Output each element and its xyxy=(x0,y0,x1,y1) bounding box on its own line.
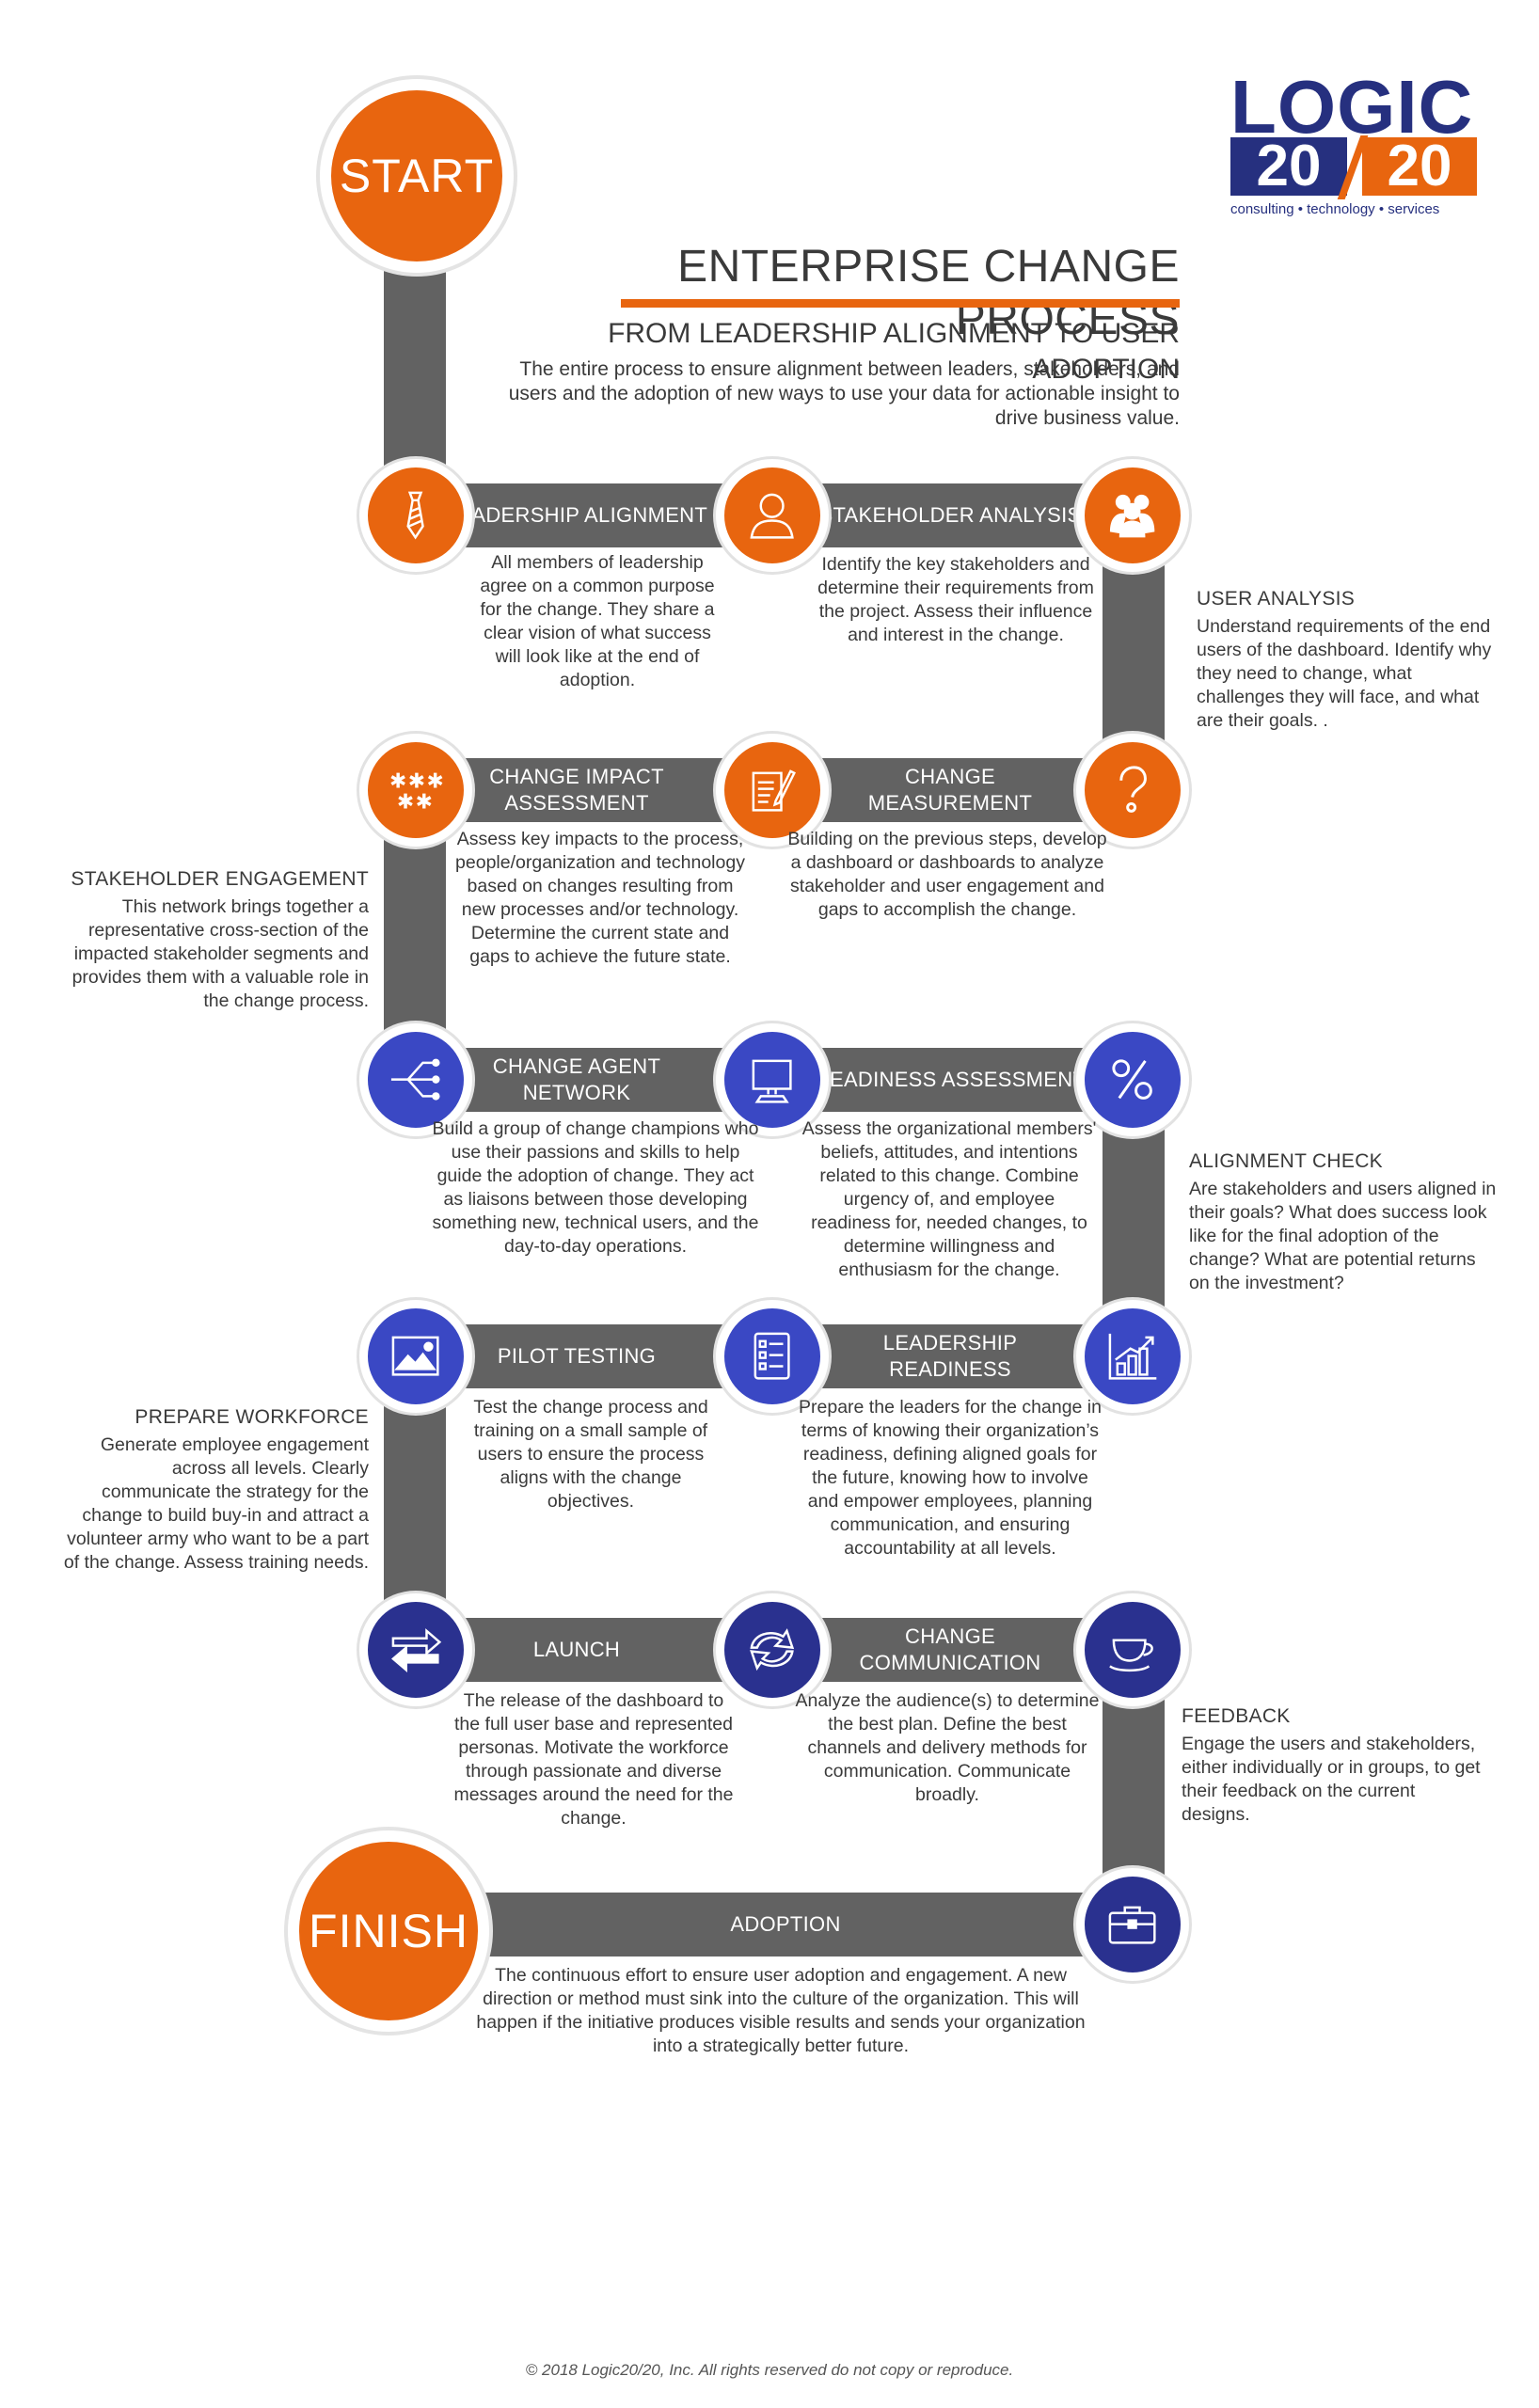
logo: LOGIC 20 20 consulting • technology • se… xyxy=(1223,70,1496,220)
desc-change-communication: Analyze the audience(s) to determine the… xyxy=(795,1690,1100,1805)
desc-change-measurement: Building on the previous steps, develop … xyxy=(787,829,1107,920)
bar-adoption: ADOPTION xyxy=(442,1893,1129,1956)
growth-chart-circle xyxy=(1076,1300,1189,1413)
monitor-circle xyxy=(716,1023,829,1136)
tie-circle xyxy=(359,459,472,572)
stars-icon: ✱✱✱ ✱✱ xyxy=(389,770,444,815)
svg-text:✱: ✱ xyxy=(397,791,414,815)
desc-user-analysis: Understand requirements of the end users… xyxy=(1197,616,1492,731)
label-leadership-alignment: LEADERSHIP ALIGNMENT xyxy=(445,503,708,527)
desc-change-agent: Build a group of change champions who us… xyxy=(432,1118,759,1257)
stars-circle: ✱✱✱ ✱✱ xyxy=(359,734,472,847)
teacup-circle xyxy=(1076,1593,1189,1706)
side-feedback: FEEDBACK Engage the users and stakeholde… xyxy=(1182,1704,1483,1827)
percent-icon xyxy=(1112,1059,1153,1101)
label-change-measurement: CHANGE MEASUREMENT xyxy=(867,765,1033,815)
group-circle xyxy=(1076,459,1189,572)
desc-readiness: Assess the organizational members' belie… xyxy=(801,1118,1097,1280)
logo-number-right: 20 xyxy=(1362,137,1477,196)
page-subtitle: FROM LEADERSHIP ALIGNMENT TO USER ADOPTI… xyxy=(608,318,1180,385)
svg-text:✱: ✱ xyxy=(416,791,433,815)
network-circle xyxy=(359,1023,472,1136)
refresh-arrow-icon xyxy=(750,1628,795,1671)
title-prepare-workforce: PREPARE WORKFORCE xyxy=(135,1406,369,1428)
bar-change-communication: CHANGE COMMUNICATION xyxy=(771,1618,1129,1682)
label-launch: LAUNCH xyxy=(532,1638,621,1661)
side-user-analysis: USER ANALYSIS Understand requirements of… xyxy=(1197,587,1498,733)
briefcase-circle xyxy=(1076,1868,1189,1981)
logo-number-left-text: 20 xyxy=(1256,134,1322,198)
label-change-impact: CHANGE IMPACT ASSESSMENT xyxy=(489,765,664,815)
desc-feedback: Engage the users and stakeholders, eithe… xyxy=(1182,1734,1481,1825)
finish-label: FINISH xyxy=(309,1905,468,1957)
start-circle: START xyxy=(320,79,514,273)
desc-pilot: Test the change process and training on … xyxy=(473,1397,708,1512)
desc-leadership-alignment: All members of leadership agree on a com… xyxy=(480,552,715,690)
title-stakeholder-engagement: STAKEHOLDER ENGAGEMENT xyxy=(71,868,369,890)
footer-copyright: © 2018 Logic20/20, Inc. All rights reser… xyxy=(525,2361,1014,2379)
person-circle xyxy=(716,459,829,572)
label-change-communication: CHANGE COMMUNICATION xyxy=(859,1624,1041,1674)
desc-prepare-workforce: Generate employee engagement across all … xyxy=(63,1434,369,1573)
logo-number-right-text: 20 xyxy=(1387,134,1452,198)
side-prepare-workforce: PREPARE WORKFORCE Generate employee enga… xyxy=(58,1405,369,1575)
label-stakeholder-analysis: STAKEHOLDER ANALYSIS xyxy=(818,503,1082,527)
group-icon xyxy=(1110,495,1155,538)
network-icon xyxy=(391,1059,440,1101)
side-stakeholder-engagement: STAKEHOLDER ENGAGEMENT This network brin… xyxy=(58,867,369,1013)
label-readiness: READINESS ASSESSMENT xyxy=(814,1068,1087,1091)
logo-number-left: 20 xyxy=(1230,137,1347,196)
person-icon xyxy=(750,494,795,539)
teacup-icon xyxy=(1109,1639,1154,1672)
tie-icon xyxy=(406,492,425,540)
finish-circle: FINISH xyxy=(288,1830,489,2032)
monitor-icon xyxy=(752,1059,792,1103)
question-mark-icon xyxy=(1119,766,1148,814)
intro-text: The entire process to ensure alignment b… xyxy=(508,358,1180,429)
desc-leadership-readiness: Prepare the leaders for the change in te… xyxy=(799,1397,1102,1559)
checklist-circle xyxy=(716,1300,829,1413)
image-icon xyxy=(392,1336,439,1376)
side-alignment-check: ALIGNMENT CHECK Are stakeholders and use… xyxy=(1189,1149,1499,1295)
document-pen-circle xyxy=(716,734,829,847)
svg-text:✱: ✱ xyxy=(408,770,425,794)
desc-alignment-check: Are stakeholders and users aligned in th… xyxy=(1189,1179,1497,1293)
title-underline xyxy=(621,299,1180,308)
svg-text:✱: ✱ xyxy=(389,770,406,794)
growth-chart-icon xyxy=(1109,1334,1157,1380)
svg-text:✱: ✱ xyxy=(427,770,444,794)
image-circle xyxy=(359,1300,472,1413)
label-change-agent: CHANGE AGENT NETWORK xyxy=(492,1054,661,1104)
title-feedback: FEEDBACK xyxy=(1182,1705,1291,1727)
document-pen-icon xyxy=(752,769,797,812)
desc-stakeholder-analysis: Identify the key stakeholders and determ… xyxy=(817,554,1094,645)
label-pilot: PILOT TESTING xyxy=(497,1344,657,1368)
question-circle xyxy=(1076,734,1189,847)
bar-leadership-readiness: LEADERSHIP READINESS xyxy=(771,1324,1129,1388)
logo-tagline: consulting • technology • services xyxy=(1230,201,1440,217)
arrows-icon xyxy=(391,1628,442,1673)
arrows-circle xyxy=(359,1593,472,1706)
refresh-arrow-circle xyxy=(716,1593,829,1706)
logo-wordmark: LOGIC xyxy=(1230,65,1474,149)
checklist-icon xyxy=(754,1333,791,1380)
title-alignment-check: ALIGNMENT CHECK xyxy=(1189,1150,1383,1172)
desc-launch: The release of the dashboard to the full… xyxy=(453,1690,734,1829)
briefcase-icon xyxy=(1109,1906,1156,1944)
bar-change-measurement: CHANGE MEASUREMENT xyxy=(771,758,1129,822)
label-leadership-readiness: LEADERSHIP READINESS xyxy=(882,1331,1018,1381)
desc-stakeholder-engagement: This network brings together a represent… xyxy=(71,896,369,1011)
desc-adoption: The continuous effort to ensure user ado… xyxy=(476,1965,1086,2056)
start-label: START xyxy=(339,150,495,202)
bar-readiness: READINESS ASSESSMENT xyxy=(771,1048,1129,1112)
label-adoption: ADOPTION xyxy=(730,1912,841,1936)
title-user-analysis: USER ANALYSIS xyxy=(1197,588,1356,610)
bar-stakeholder-analysis: STAKEHOLDER ANALYSIS xyxy=(771,483,1129,547)
percent-circle xyxy=(1076,1023,1189,1136)
desc-change-impact: Assess key impacts to the process, peopl… xyxy=(455,829,745,967)
